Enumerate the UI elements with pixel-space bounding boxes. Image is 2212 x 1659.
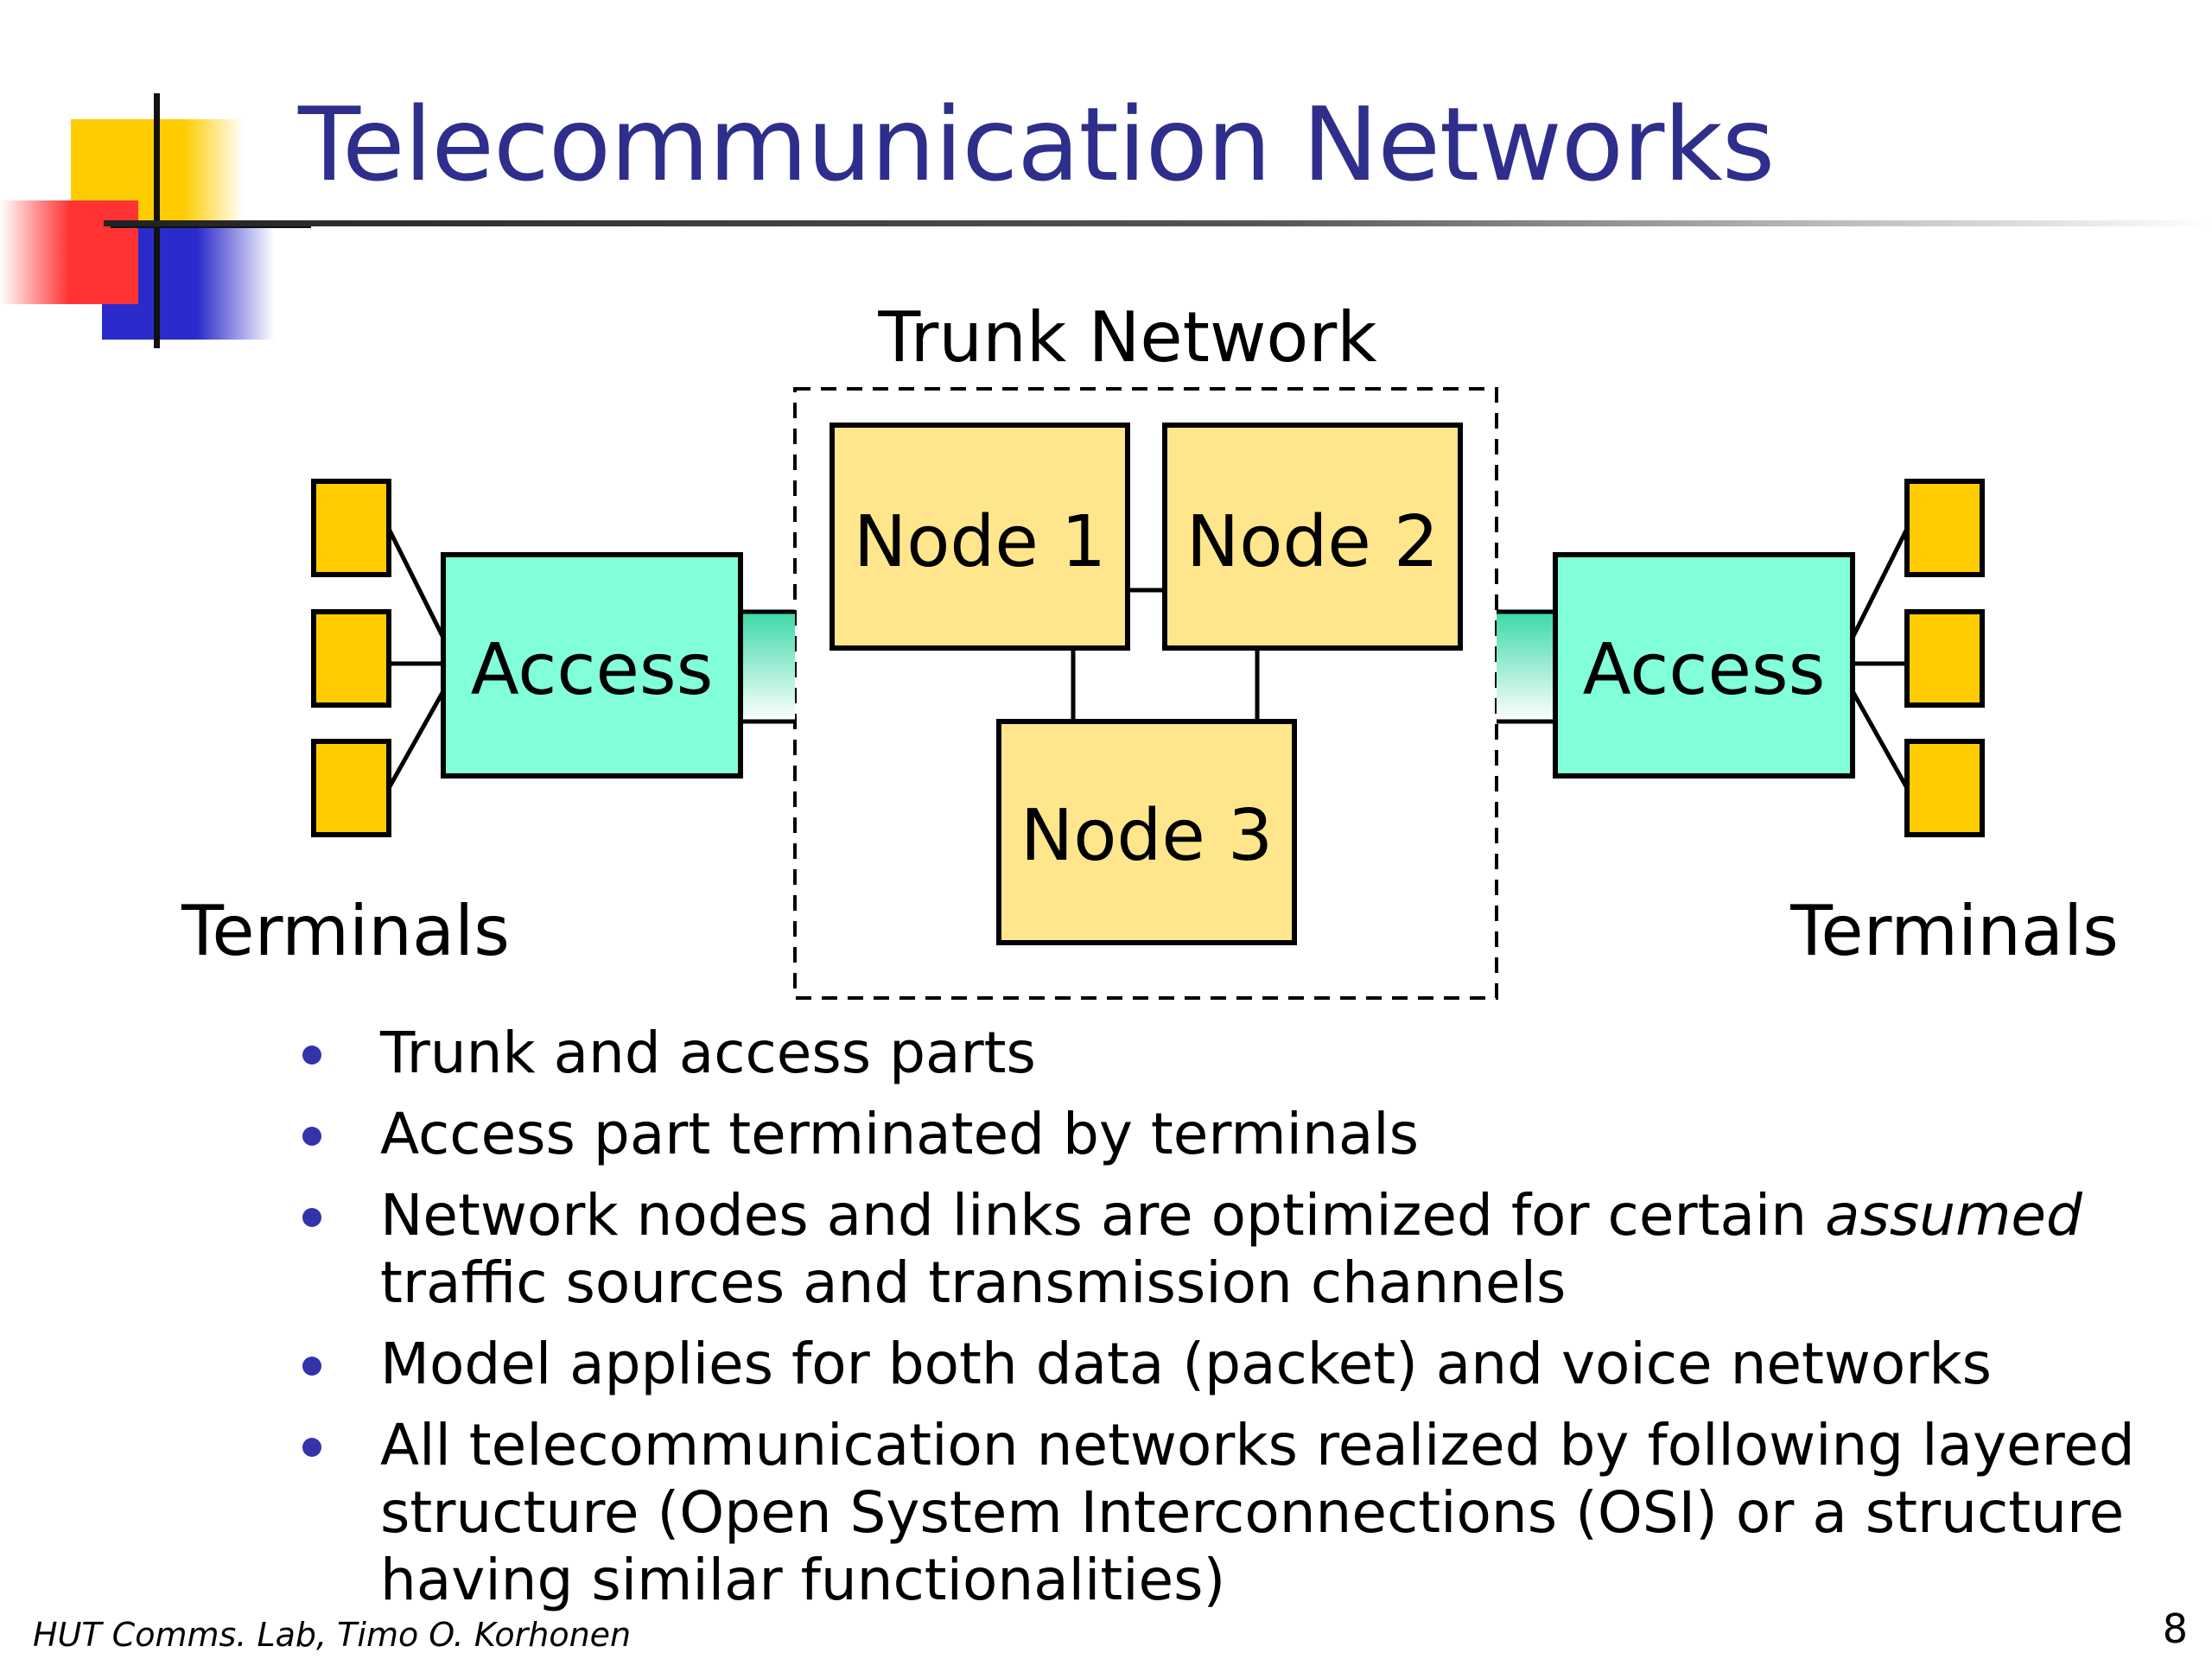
terminals-right-label: Terminals [1789,891,2119,971]
link-left-access-trunk [741,609,795,724]
terminal-left-2 [311,609,391,708]
access-right-label: Access [1583,629,1826,711]
page-number: 8 [2162,1605,2188,1652]
node-2-label: Node 2 [1186,501,1439,583]
terminal-link [386,527,446,639]
bullet-item: Model applies for both data (packet) and… [302,1331,2160,1398]
access-left-label: Access [471,629,714,711]
terminal-left-3 [311,739,391,837]
node-1-label: Node 1 [854,501,1106,583]
terminal-link [1850,527,1910,639]
slide-title: Telecommunication Networks [298,85,1775,204]
emphasis: assumed [1825,1182,2082,1249]
bullet-item: Trunk and access parts [302,1020,2160,1087]
terminal-link [1850,690,1910,790]
node-3: Node 3 [996,719,1297,945]
slide-logo [0,93,311,348]
terminals-left-label: Terminals [181,891,510,971]
access-left: Access [441,552,743,779]
node-3-label: Node 3 [1020,795,1273,877]
access-right: Access [1553,552,1855,779]
terminal-right-3 [1904,739,1985,837]
bullet-dot-icon [302,1438,321,1457]
bullet-dot-icon [302,1127,321,1146]
bullet-dot-icon [302,1208,321,1227]
footer-credit: HUT Comms. Lab, Timo O. Korhonen [33,1616,632,1654]
node-2: Node 2 [1162,423,1463,651]
bullet-list: Trunk and access parts Access part termi… [302,1020,2160,1628]
terminal-right-1 [1904,479,1985,577]
terminal-right-2 [1904,609,1985,708]
link-right-access-trunk [1497,609,1555,724]
bullet-item: All telecommunication networks realized … [302,1412,2160,1614]
bullet-item: Network nodes and links are optimized fo… [302,1182,2160,1317]
bullet-dot-icon [302,1046,321,1065]
bullet-dot-icon [302,1357,321,1376]
terminal-link [386,690,446,790]
trunk-network-label: Trunk Network [877,297,1377,378]
node-1: Node 1 [830,423,1130,651]
bullet-item: Access part terminated by terminals [302,1101,2160,1168]
terminal-left-1 [311,479,391,577]
title-underline [104,220,2212,226]
